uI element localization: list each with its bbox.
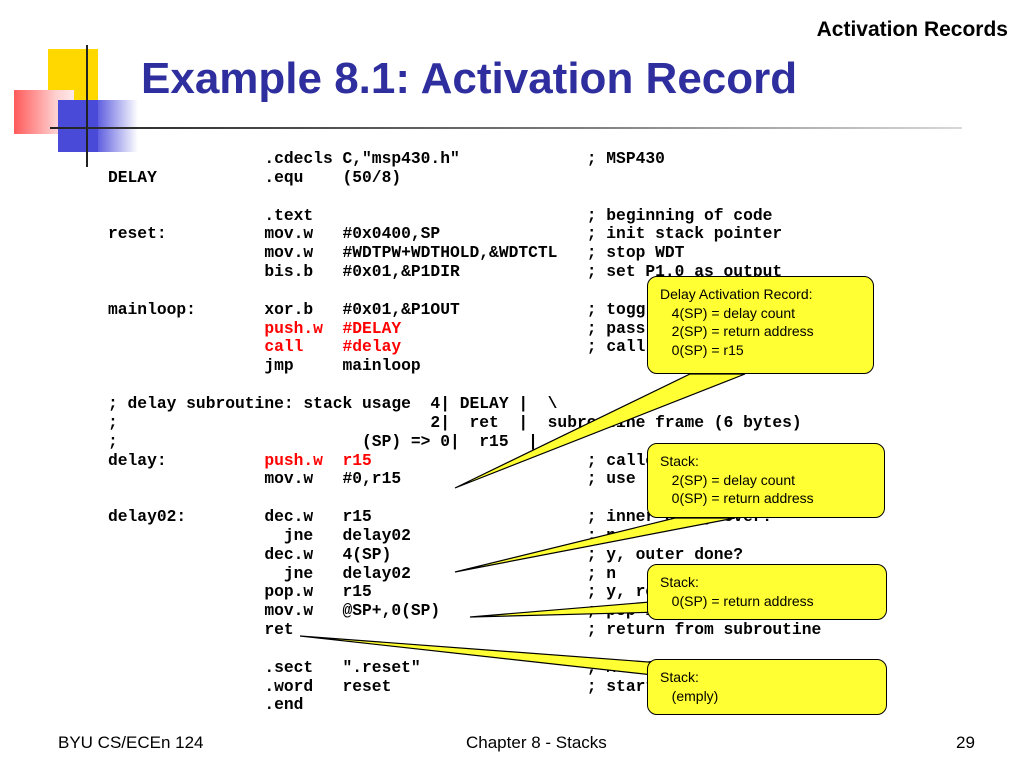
code-text: .end	[108, 695, 304, 715]
code-line: .text ; beginning of code	[108, 206, 772, 225]
callout-line: 2(SP) = return address	[660, 323, 814, 339]
code-text: .cdecls C,"msp430.h" ; MSP430	[108, 149, 665, 168]
callout-stack-after-pop: Stack: 0(SP) = return address	[647, 564, 887, 620]
code-text: mov.w #WDTPW+WDTHOLD,&WDTCTL ; stop WDT	[108, 243, 685, 263]
footer-page-number: 29	[956, 733, 975, 752]
footer-course: BYU CS/ECEn 124	[58, 733, 204, 752]
leader-c1	[454, 373, 746, 489]
code-highlight: r15	[342, 450, 372, 470]
callout-line: 0(SP) = r15	[660, 341, 744, 358]
code-highlight: push.w	[264, 450, 323, 470]
code-text: ; delay subroutine: stack usage 4| DELAY…	[108, 393, 558, 413]
slide-title: Example 8.1: Activation Record	[141, 54, 798, 103]
code-line: jne delay02 ; n	[108, 564, 616, 583]
code-line: ; delay subroutine: stack usage 4| DELAY…	[108, 394, 557, 413]
code-line: ; (SP) => 0| r15 | /	[108, 432, 567, 451]
code-line: dec.w 4(SP) ; y, outer done?	[108, 545, 743, 564]
callout-line: Stack:	[660, 453, 699, 469]
callout-delay-activation-record: Delay Activation Record: 4(SP) = delay c…	[647, 276, 874, 374]
code-text: ret ; return from subroutine	[108, 620, 822, 640]
decor-blue-fade	[98, 100, 138, 152]
code-line: .cdecls C,"msp430.h" ; MSP430	[108, 149, 665, 168]
code-text: ; (SP) => 0| r15 | /	[108, 431, 568, 451]
callout-line: 0(SP) = return address	[660, 490, 814, 506]
decor-vertical-line	[86, 45, 88, 167]
code-highlight: #DELAY	[342, 318, 402, 338]
code-line: jmp mainloop	[108, 356, 421, 376]
code-highlight: #delay	[342, 337, 402, 357]
code-text: DELAY .equ (50/8)	[108, 167, 402, 187]
code-line: ret ; return from subroutine	[108, 620, 821, 639]
code-highlight: call	[264, 337, 304, 357]
code-text: jmp mainloop	[108, 356, 421, 376]
code-text: dec.w 4(SP) ; y, outer done?	[108, 544, 744, 564]
callout-line: Delay Activation Record:	[660, 286, 813, 302]
code-text: jne delay02 ; n	[108, 563, 617, 583]
code-highlight: push.w	[264, 318, 323, 338]
callout-line: Stack:	[660, 574, 699, 590]
leader-c2	[454, 517, 736, 573]
callout-line: (emply)	[660, 687, 719, 704]
callout-line: 0(SP) = return address	[660, 592, 814, 609]
callout-line: 2(SP) = delay count	[660, 471, 796, 488]
callout-line: 4(SP) = delay count	[660, 304, 796, 321]
callout-stack-after-push: Stack: 2(SP) = delay count 0(SP) = retur…	[647, 443, 885, 518]
callout-line: Stack:	[660, 669, 699, 685]
leader-c4	[299, 635, 663, 677]
code-text: .text ; beginning of code	[108, 205, 773, 225]
leader-c3	[469, 600, 663, 618]
code-line: mov.w #WDTPW+WDTHOLD,&WDTCTL ; stop WDT	[108, 243, 684, 262]
code-line: reset: mov.w #0x0400,SP ; init stack poi…	[108, 224, 782, 243]
code-text: delay:	[108, 450, 265, 470]
code-text: reset: mov.w #0x0400,SP ; init stack poi…	[108, 224, 783, 244]
code-line: .end	[108, 695, 304, 715]
footer-chapter: Chapter 8 - Stacks	[466, 733, 607, 752]
code-line: DELAY .equ (50/8)	[108, 168, 401, 187]
section-title: Activation Records	[816, 18, 1008, 41]
title-underline	[50, 127, 962, 129]
callout-stack-empty: Stack: (emply)	[647, 659, 887, 715]
